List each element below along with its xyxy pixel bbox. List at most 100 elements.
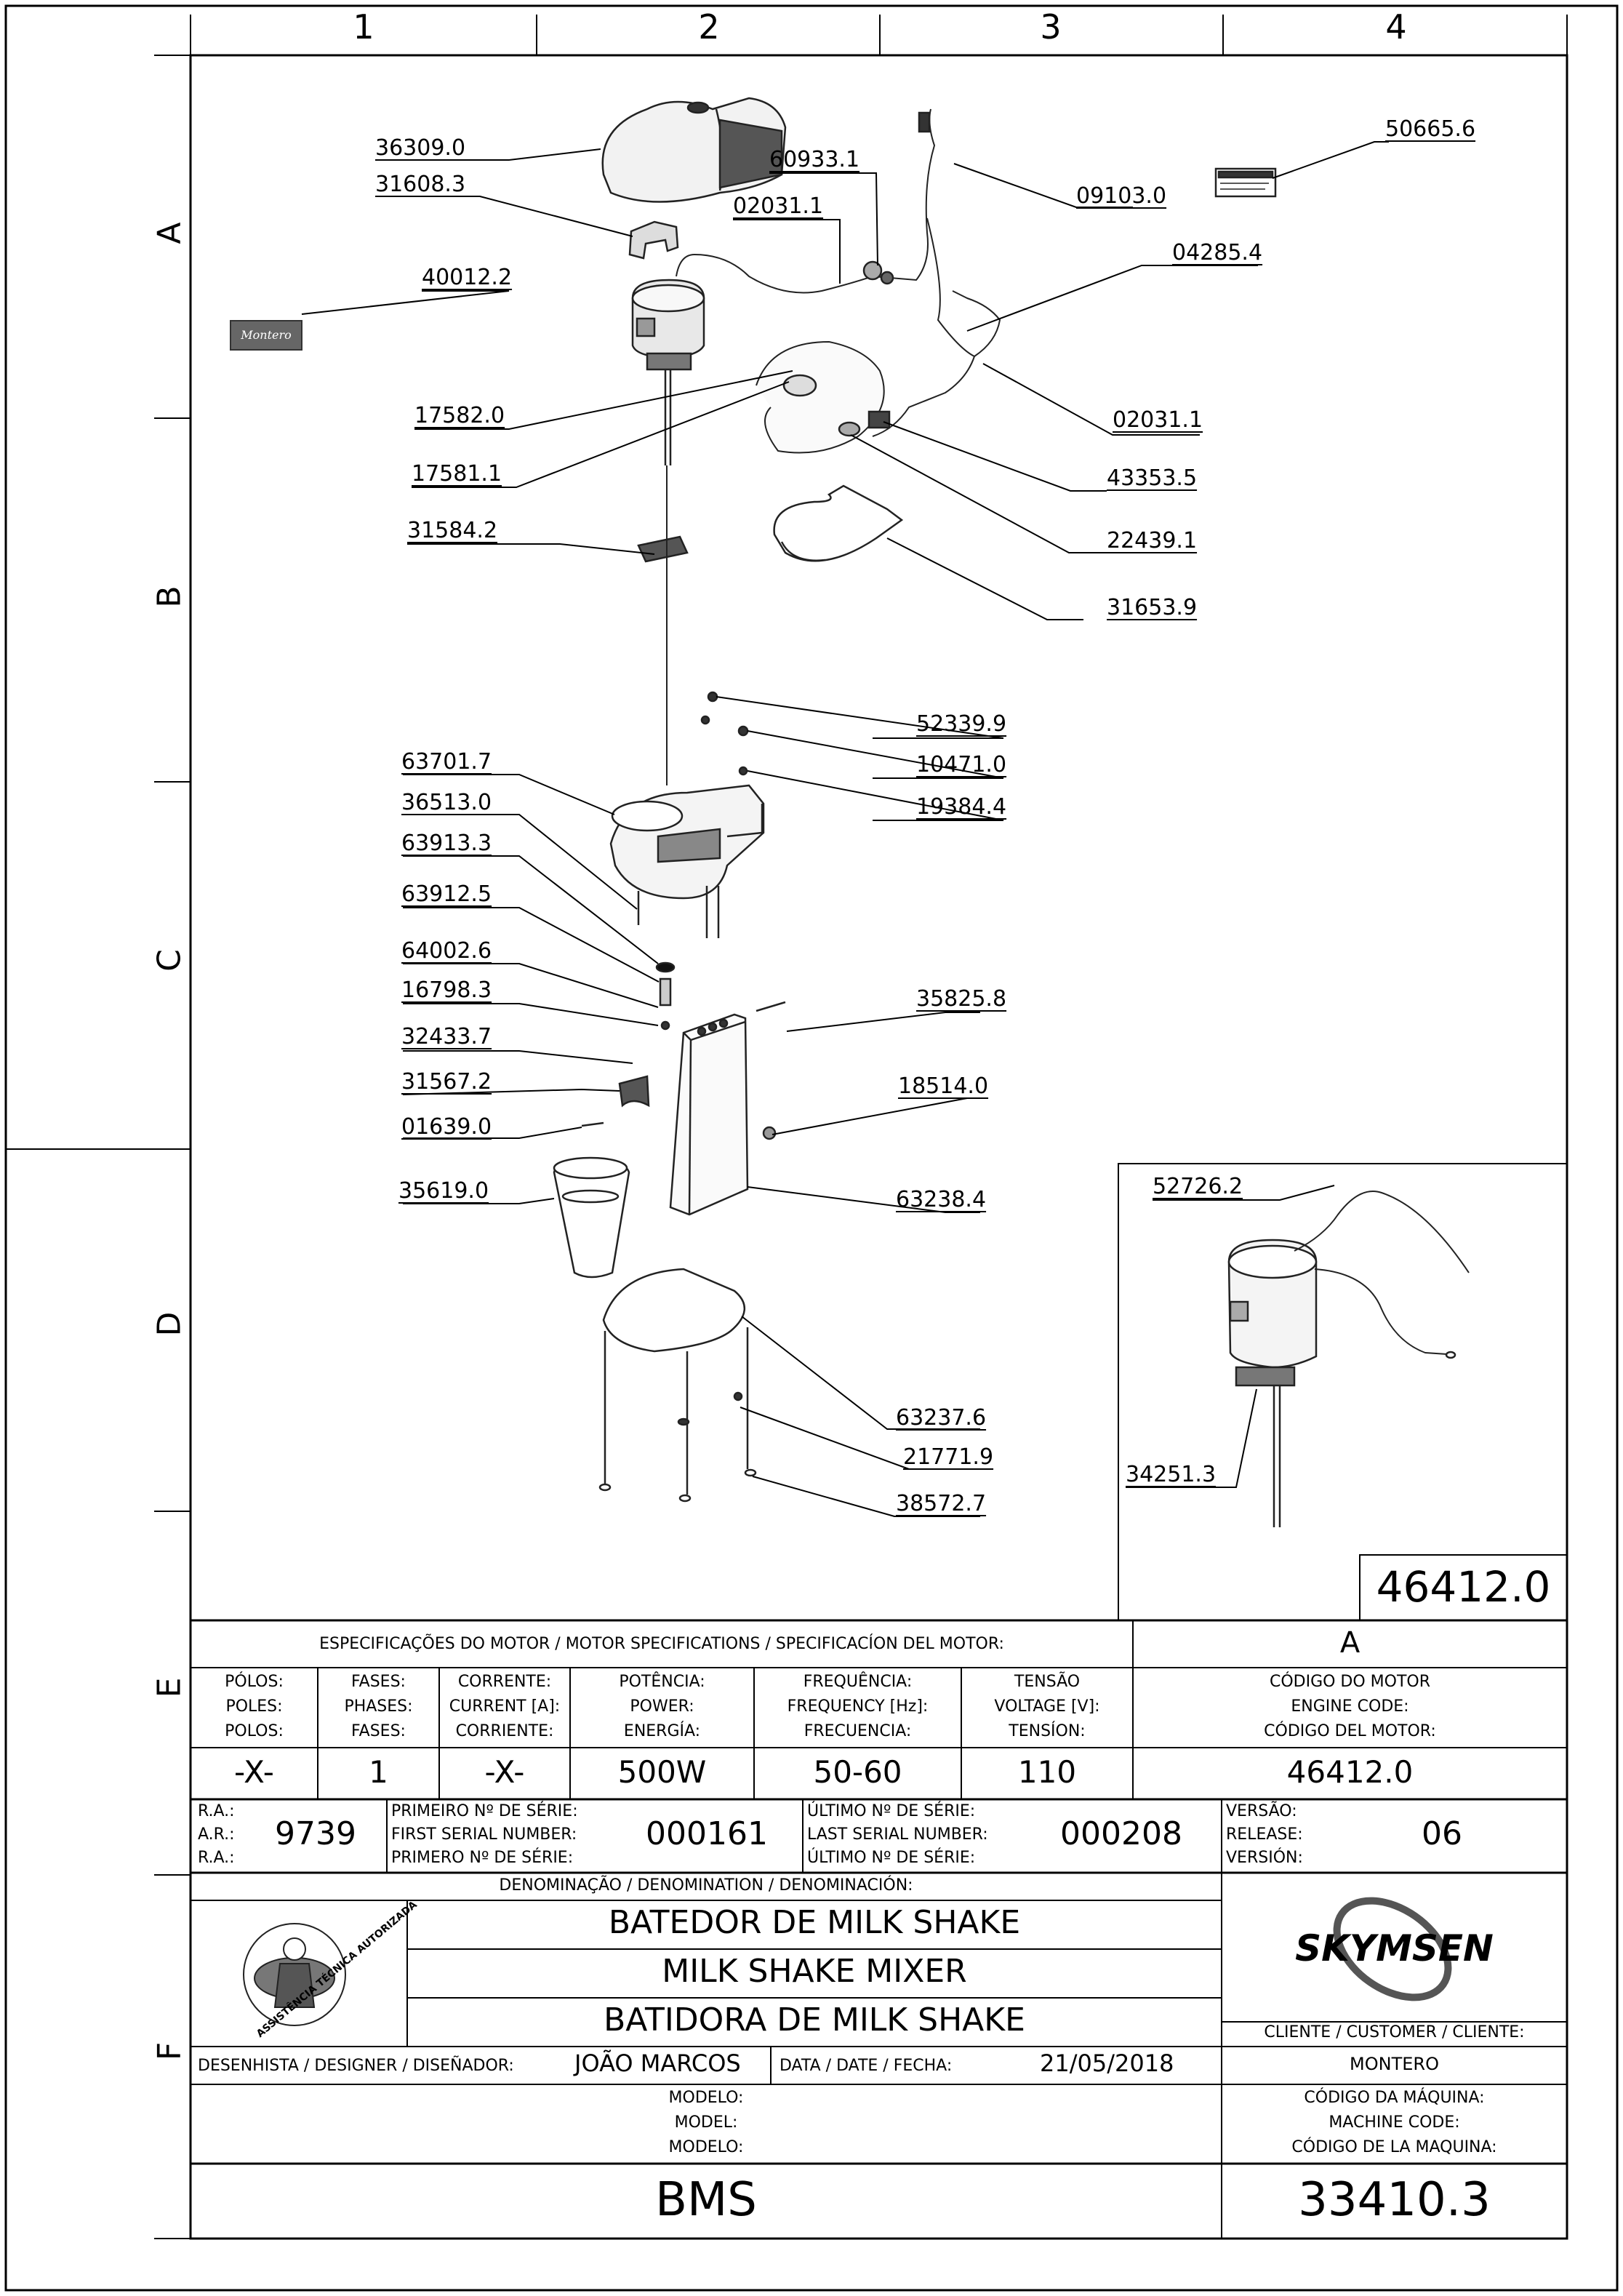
frequency-value: 50-60 [813, 1754, 902, 1790]
part-label-21771: 21771.9 [903, 1444, 994, 1470]
part-label-19384: 19384.4 [916, 794, 1007, 820]
part-label-36513: 36513.0 [401, 790, 492, 815]
last-serial-value: 000208 [1060, 1815, 1182, 1852]
row-label-f: F [151, 2041, 188, 2061]
motor-variant: A [1339, 1626, 1360, 1660]
phases-label-pt: FASES: [351, 1673, 406, 1691]
part-label-31584: 31584.2 [407, 518, 498, 543]
voltage-label-pt: TENSÃO [1014, 1673, 1081, 1691]
motor-spec-header: ESPECIFICAÇÕES DO MOTOR / MOTOR SPECIFIC… [319, 1635, 1004, 1653]
denomination-header: DENOMINAÇÃO / DENOMINATION / DENOMINACIÓ… [499, 1876, 913, 1895]
ra-label-2: A.R.: [198, 1825, 235, 1844]
part-label-60933: 60933.1 [769, 147, 860, 172]
ra-label-1: R.A.: [198, 1802, 235, 1820]
row-label-d: D [151, 1311, 188, 1337]
part-label-01639: 01639.0 [401, 1114, 492, 1140]
part-label-40012: 40012.2 [422, 265, 513, 290]
last-serial-label-es: ÚLTIMO Nº DE SÉRIE: [807, 1849, 976, 1867]
model-label-pt: MODELO: [668, 2089, 744, 2107]
part-label-22439: 22439.1 [1107, 528, 1198, 553]
product-name-pt: BATEDOR DE MILK SHAKE [608, 1904, 1021, 1941]
part-label-09103: 09103.0 [1076, 183, 1167, 209]
model-label-en: MODEL: [674, 2113, 738, 2132]
part-label-52339: 52339.9 [916, 711, 1007, 737]
first-serial-label-en: FIRST SERIAL NUMBER: [391, 1825, 577, 1844]
part-label-52726: 52726.2 [1153, 1174, 1243, 1199]
date-value: 21/05/2018 [1040, 2049, 1174, 2077]
detail-motor-code: 46412.0 [1376, 1562, 1551, 1612]
part-label-34251: 34251.3 [1126, 1462, 1217, 1487]
freq-label-pt: FREQUÊNCIA: [803, 1673, 913, 1691]
part-label-16798: 16798.3 [401, 977, 492, 1003]
power-label-pt: POTÊNCIA: [619, 1673, 705, 1691]
poles-label-en: POLES: [225, 1697, 283, 1716]
part-label-63913: 63913.3 [401, 831, 492, 856]
designer-label: DESENHISTA / DESIGNER / DISEÑADOR: [198, 2057, 514, 2075]
machine-code-label-es: CÓDIGO DE LA MAQUINA: [1291, 2138, 1497, 2156]
current-label-en: CURRENT [A]: [449, 1697, 561, 1716]
release-label-es: VERSIÓN: [1226, 1849, 1303, 1867]
part-label-32433: 32433.7 [401, 1024, 492, 1049]
product-name-en: MILK SHAKE MIXER [662, 1953, 967, 1990]
part-label-63701: 63701.7 [401, 749, 492, 775]
release-label-pt: VERSÃO: [1226, 1802, 1297, 1820]
part-label-17582: 17582.0 [414, 403, 505, 428]
part-label-35619: 35619.0 [398, 1178, 489, 1204]
release-label-en: RELEASE: [1226, 1825, 1303, 1844]
column-label-3: 3 [1040, 7, 1062, 47]
date-label: DATA / DATE / FECHA: [780, 2057, 953, 2075]
row-label-c: C [151, 949, 188, 972]
part-label-31567: 31567.2 [401, 1069, 492, 1095]
ra-value: 9739 [275, 1815, 356, 1852]
freq-label-es: FRECUENCIA: [804, 1722, 912, 1740]
column-label-2: 2 [698, 7, 720, 47]
row-label-e: E [151, 1677, 188, 1698]
voltage-label-en: VOLTAGE [V]: [994, 1697, 1100, 1716]
column-label-1: 1 [353, 7, 374, 47]
part-label-64002: 64002.6 [401, 938, 492, 964]
engine-code-label-pt: CÓDIGO DO MOTOR [1269, 1673, 1431, 1691]
ra-label-3: R.A.: [198, 1849, 235, 1867]
voltage-value: 110 [1017, 1754, 1077, 1790]
current-label-es: CORRIENTE: [455, 1722, 554, 1740]
power-label-en: POWER: [630, 1697, 694, 1716]
montero-logo-plate: Montero [230, 320, 302, 351]
client-value: MONTERO [1350, 2054, 1439, 2074]
row-label-b: B [151, 585, 188, 608]
machine-code-label-pt: CÓDIGO DA MÁQUINA: [1304, 2089, 1485, 2107]
part-label-43353: 43353.5 [1107, 465, 1198, 491]
part-label-38572: 38572.7 [896, 1491, 987, 1516]
part-label-04285: 04285.4 [1172, 240, 1263, 265]
last-serial-label-pt: ÚLTIMO Nº DE SÉRIE: [807, 1802, 976, 1820]
release-value: 06 [1422, 1815, 1462, 1852]
part-label-36309: 36309.0 [375, 135, 466, 161]
voltage-label-es: TENSÍON: [1009, 1722, 1086, 1740]
part-label-17581: 17581.1 [412, 461, 502, 487]
designer-value: JOÃO MARCOS [574, 2049, 741, 2077]
phases-label-en: PHASES: [344, 1697, 413, 1716]
poles-label-es: POLOS: [225, 1722, 284, 1740]
brand-logo: SKYMSEN [1295, 1927, 1494, 1969]
product-name-es: BATIDORA DE MILK SHAKE [604, 2001, 1025, 2039]
part-label-50665: 50665.6 [1385, 116, 1476, 142]
part-label-10471: 10471.0 [916, 752, 1007, 777]
first-serial-value: 000161 [646, 1815, 768, 1852]
engine-code-label-es: CÓDIGO DEL MOTOR: [1264, 1722, 1436, 1740]
machine-code-value: 33410.3 [1298, 2173, 1491, 2227]
machine-code-label-en: MACHINE CODE: [1329, 2113, 1460, 2132]
part-label-63912: 63912.5 [401, 881, 492, 907]
part-label-31608: 31608.3 [375, 172, 466, 197]
part-label-63238: 63238.4 [896, 1187, 987, 1212]
engine-code-label-en: ENGINE CODE: [1291, 1697, 1409, 1716]
model-label-es: MODELO: [668, 2138, 744, 2156]
phases-label-es: FASES: [351, 1722, 406, 1740]
current-label-pt: CORRENTE: [457, 1673, 552, 1691]
part-label-02031-right: 02031.1 [1113, 407, 1203, 433]
first-serial-label-es: PRIMERO Nº DE SÉRIE: [391, 1849, 574, 1867]
poles-label-pt: PÓLOS: [225, 1673, 284, 1691]
part-label-02031-top: 02031.1 [733, 193, 824, 219]
first-serial-label-pt: PRIMEIRO Nº DE SÉRIE: [391, 1802, 578, 1820]
current-value: -X- [484, 1754, 525, 1790]
